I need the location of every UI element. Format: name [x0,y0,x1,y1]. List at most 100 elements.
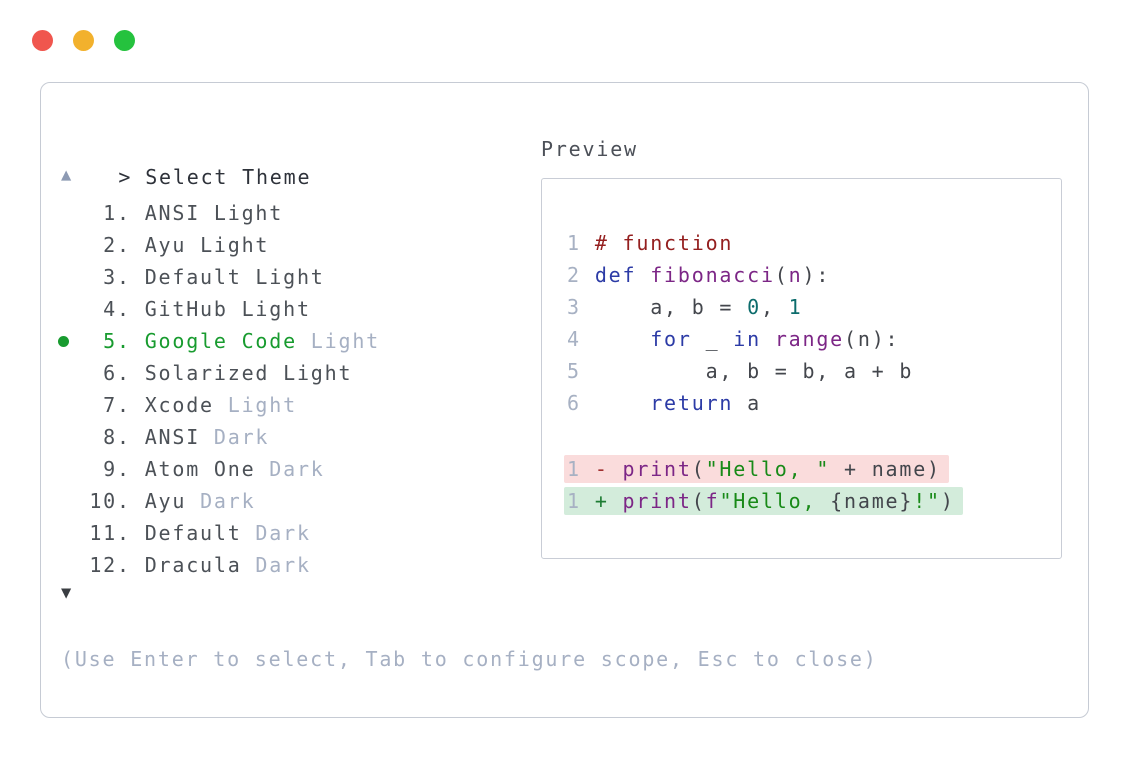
theme-item-gap [200,425,214,449]
token-lit: 0 [747,295,761,319]
line-number: 6 [567,391,581,415]
theme-item-separator: . [117,201,145,225]
token-plain: ): [802,263,831,287]
theme-item-11[interactable]: 11. Default Dark [41,517,511,549]
theme-item-name: Default [144,265,242,289]
theme-item-gap [242,265,256,289]
theme-item-gap [242,521,256,545]
line-number: 1 [567,231,581,255]
theme-item-separator: . [117,553,145,577]
token-plain: {name} [830,488,914,513]
theme-item-separator: . [117,329,145,353]
close-window-button[interactable] [32,30,53,51]
token-plain: (n): [844,327,900,351]
token-minus: - [594,456,609,481]
line-number: 4 [567,327,581,351]
selector-title: Select Theme [145,165,312,189]
theme-item-separator: . [117,233,145,257]
token-plain: ( [691,488,706,513]
theme-item-2[interactable]: 2. Ayu Light [41,229,511,261]
theme-item-12[interactable]: 12. Dracula Dark [41,549,511,581]
token-plain [595,391,650,415]
theme-item-variant: Dark [255,553,311,577]
scroll-down-icon[interactable]: ▼ [61,583,74,603]
line-number: 5 [567,359,581,383]
token-fn: print [622,456,692,481]
theme-item-name: Xcode [144,393,214,417]
theme-item-number: 4 [103,297,117,321]
token-kw: return [650,391,734,415]
theme-item-6[interactable]: 6. Solarized Light [41,357,511,389]
theme-item-name: Solarized [144,361,270,385]
token-plain: a, b = b, a + b [594,359,914,383]
theme-item-number: 10 [89,489,117,513]
theme-item-separator: . [117,265,145,289]
theme-item-10[interactable]: 10. Ayu Dark [41,485,511,517]
theme-item-number: 3 [103,265,117,289]
theme-item-separator: . [117,393,145,417]
theme-item-name: Dracula [144,553,242,577]
selector-header: > Select Theme [63,135,311,219]
theme-item-number: 7 [103,393,117,417]
theme-item-number: 9 [103,457,117,481]
theme-item-separator: . [117,489,145,513]
theme-item-9[interactable]: 9. Atom One Dark [41,453,511,485]
token-plain: ) [940,488,955,513]
selected-indicator-icon [58,335,69,347]
theme-item-variant: Light [213,201,284,225]
line-number: 2 [567,263,581,287]
theme-item-4[interactable]: 4. GitHub Light [41,293,511,325]
token-plain [609,457,623,481]
theme-item-3[interactable]: 3. Default Light [41,261,511,293]
theme-item-name: GitHub [144,297,228,321]
token-plain [609,489,623,513]
diff-line-added: 1+ print(f"Hello, {name}!") [564,483,1061,515]
token-fn: range [774,327,845,351]
token-plus: + [594,488,609,513]
token-str: !" [913,488,941,513]
theme-item-gap [242,553,256,577]
theme-item-separator: . [117,521,145,545]
token-plain: + name) [830,456,941,481]
token-plain [761,327,775,351]
minimize-window-button[interactable] [73,30,94,51]
window-controls [32,30,135,51]
token-plain: ( [691,456,706,481]
theme-item-separator: . [117,457,145,481]
token-fn: f [705,488,720,513]
code-blank-line [567,419,1061,451]
theme-item-5[interactable]: 5. Google Code Light [41,325,511,357]
preview-title: Preview [541,137,638,161]
theme-item-separator: . [117,425,145,449]
theme-item-variant: Dark [200,489,256,513]
code-line: 1 # function [567,227,1061,259]
theme-item-gap [255,457,269,481]
zoom-window-button[interactable] [114,30,135,51]
theme-item-number: 11 [89,521,117,545]
token-plain: ( [774,263,789,287]
prompt-caret: > [118,165,133,189]
theme-item-gap [297,329,311,353]
token-plain: , [760,295,789,319]
theme-item-8[interactable]: 8. ANSI Dark [41,421,511,453]
token-plain: _ [691,327,734,351]
theme-item-1[interactable]: 1. ANSI Light [41,197,511,229]
theme-item-variant: Dark [255,521,311,545]
token-fn: fibonacci [650,263,775,287]
token-comment: # function [594,231,734,255]
theme-item-7[interactable]: 7. Xcode Light [41,389,511,421]
code-line: 4 for _ in range(n): [567,323,1061,355]
theme-item-variant: Light [200,233,270,257]
token-plain [595,327,650,351]
token-plain [636,263,650,287]
token-str: "Hello, " [705,456,831,481]
theme-item-name: ANSI [144,425,201,449]
scroll-up-icon[interactable]: ▲ [61,165,74,185]
theme-item-variant: Dark [213,425,270,449]
theme-item-name: Ayu [144,233,187,257]
theme-item-number: 1 [103,201,117,225]
theme-item-variant: Light [241,297,311,321]
